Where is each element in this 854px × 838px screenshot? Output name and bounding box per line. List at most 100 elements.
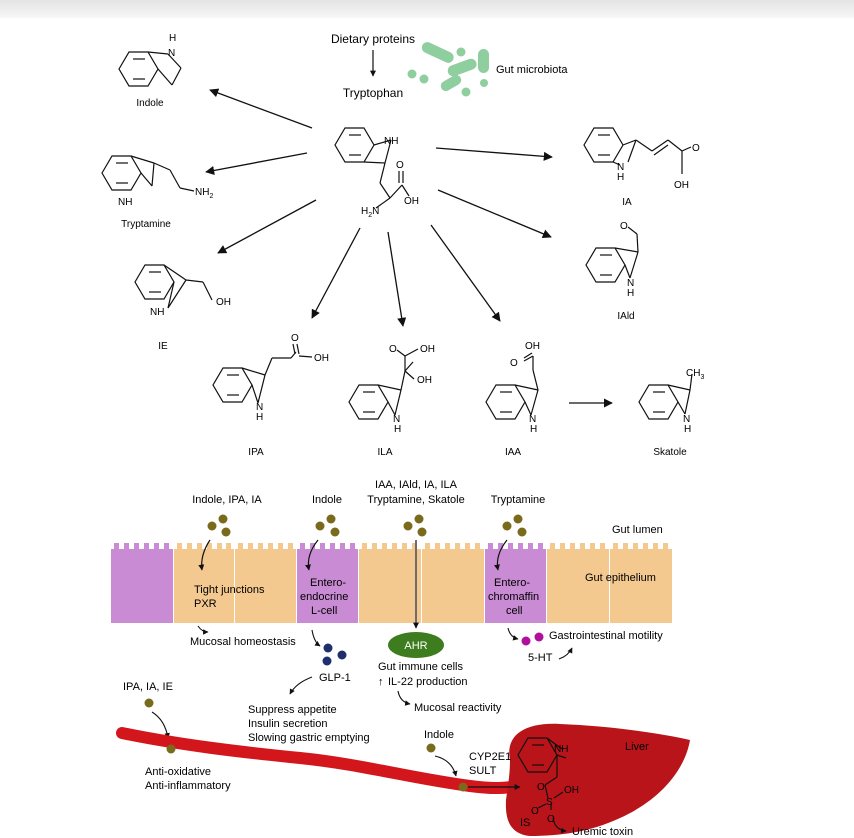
- arrow-to-ie: [217, 199, 317, 254]
- arrow-to-ila: [387, 231, 407, 327]
- indoxyl-sulfate-structure: [517, 737, 567, 810]
- arrow-to-ia: [435, 147, 553, 161]
- gut-lumen-label: Gut lumen: [612, 524, 663, 536]
- gut-epithelium-label: Gut epithelium: [585, 572, 656, 584]
- cyp2e1-label: CYP2E1: [469, 751, 511, 763]
- col4-metabolites-label: Tryptamine: [491, 494, 546, 506]
- tryptophan-label: Tryptophan: [343, 86, 403, 100]
- ipa-ia-ie-label: IPA, IA, IE: [123, 681, 173, 693]
- sult-label: SULT: [469, 765, 497, 777]
- skatole-h-label: H: [684, 424, 691, 435]
- ipa-ia-ie-dot: [144, 698, 154, 708]
- skatole-label: Skatole: [653, 447, 687, 458]
- indole-blood-dot: [426, 743, 436, 753]
- indole-structure: [118, 51, 182, 87]
- indole-blood-label: Indole: [424, 729, 454, 741]
- mucosal-homeostasis-label: Mucosal homeostasis: [190, 636, 296, 648]
- 5ht-label: 5-HT: [528, 652, 553, 664]
- ec-cell-label-1: Entero-: [494, 577, 530, 589]
- liver-shape: [505, 723, 690, 836]
- ila-h-label: H: [394, 424, 401, 435]
- gut-epithelium: [111, 549, 672, 623]
- col2-metabolites-label: Indole: [312, 494, 342, 506]
- indole-h-label: H: [169, 33, 176, 44]
- iald-label: IAld: [617, 311, 634, 322]
- ie-structure: [134, 264, 213, 309]
- ipa-n-label: N: [256, 402, 263, 413]
- arrow-indole-into-blood: [434, 755, 458, 777]
- iaa-oh-label: OH: [525, 341, 540, 352]
- indole-label: Indole: [136, 98, 164, 109]
- ahr-label: AHR: [404, 640, 427, 652]
- cell-epithelial-5: [547, 549, 609, 623]
- ia-h-label: H: [617, 172, 624, 183]
- ia-structure: [583, 127, 692, 174]
- ia-o-label: O: [692, 143, 700, 154]
- arrow-into-blood: [151, 711, 170, 739]
- l-cell-label-3: L-cell: [311, 605, 337, 617]
- arrow-to-glp1: [311, 629, 321, 647]
- ipa-oh-label: OH: [314, 353, 329, 364]
- ia-n-label: N: [617, 162, 624, 173]
- l-cell-label-2: endocrine: [300, 591, 348, 603]
- tryptophan-o-label: O: [396, 160, 404, 171]
- ie-nh-label: NH: [150, 307, 164, 318]
- tryptophan-oh-label: OH: [404, 196, 419, 207]
- tight-junctions-label: Tight junctions: [194, 584, 265, 596]
- arrow-to-tryptamine: [205, 152, 308, 175]
- arrow-to-reactivity: [397, 690, 411, 706]
- anti-inflammatory-label: Anti-inflammatory: [145, 780, 231, 792]
- gut-microbiota-label: Gut microbiota: [496, 64, 568, 76]
- arrow-to-uremic-toxin: [552, 817, 567, 834]
- liver-label: Liver: [625, 741, 649, 753]
- ie-oh-label: OH: [216, 297, 231, 308]
- iaa-n-label: N: [529, 414, 536, 425]
- tryptophan-structure: [334, 127, 410, 209]
- iaa-h-label: H: [530, 424, 537, 435]
- skatole-structure: [638, 373, 693, 420]
- gut-microbiota-icon: [407, 42, 489, 97]
- cell-epithelial-3: [359, 549, 421, 623]
- l-cell-label-1: Entero-: [310, 577, 346, 589]
- is-label: IS: [520, 817, 530, 829]
- ia-oh-label: OH: [674, 180, 689, 191]
- ila-oh-top-label: OH: [420, 344, 435, 355]
- arrow-to-iald: [437, 189, 552, 239]
- is-oh-label: OH: [564, 785, 579, 796]
- cell-enteroendocrine: [297, 549, 358, 623]
- uremic-toxin-label: Uremic toxin: [572, 826, 633, 838]
- ila-n-label: N: [393, 414, 400, 425]
- arrow-to-mucosal-homeostasis: [197, 625, 209, 635]
- pxr-label: PXR: [194, 598, 217, 610]
- arrow-to-appetite: [289, 676, 313, 695]
- ila-structure: [348, 348, 419, 420]
- dietary-proteins-label: Dietary proteins: [331, 32, 415, 46]
- iald-structure: [585, 226, 639, 283]
- il22-up-arrow: ↑: [378, 676, 384, 688]
- ila-label: ILA: [377, 447, 392, 458]
- tryptophan-h2n-label: H2N: [361, 206, 379, 219]
- arrow-into-tight-junction: [198, 539, 211, 571]
- cell-tight-junction-2: [235, 549, 296, 623]
- ia-label: IA: [622, 197, 632, 208]
- microvilli: [114, 543, 668, 551]
- cell-purple-left: [111, 549, 173, 623]
- tryptamine-nh2-label: NH2: [195, 187, 213, 200]
- iald-h-label: H: [627, 288, 634, 299]
- is-o-label: O: [537, 782, 545, 793]
- indole-in-vessel-dot: [458, 782, 468, 792]
- is-o3-label: O: [547, 814, 555, 825]
- ipa-label: IPA: [248, 447, 264, 458]
- il22-label: IL-22 production: [388, 676, 468, 688]
- top-shadow-bar: [0, 0, 854, 18]
- ie-label: IE: [158, 341, 168, 352]
- col1-metabolites-label: Indole, IPA, IA: [192, 494, 262, 506]
- tryptamine-nh-label: NH: [118, 197, 132, 208]
- cell-epithelial-4: [422, 549, 484, 623]
- appetite-label-1: Suppress appetite: [248, 704, 337, 716]
- blood-metabolite-dot: [166, 744, 176, 754]
- iaa-structure: [485, 352, 539, 420]
- cell-tight-junction-1: [174, 549, 234, 623]
- ila-o-label: O: [389, 344, 397, 355]
